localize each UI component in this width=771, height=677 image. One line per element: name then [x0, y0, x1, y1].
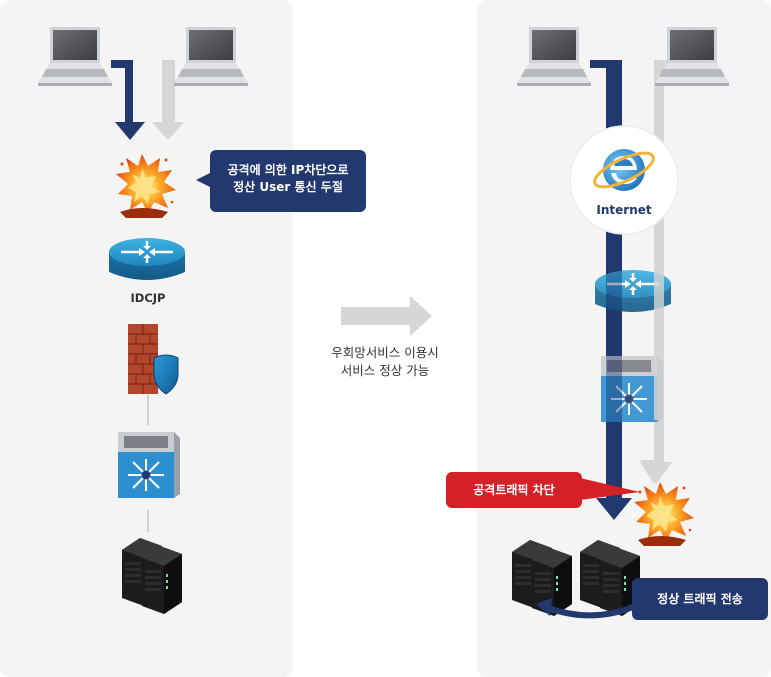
switch-icon [117, 431, 181, 499]
callout-line: 공격에 의한 IP차단으로 [227, 163, 349, 177]
laptop-icon [517, 27, 591, 86]
laptop-icon [38, 27, 112, 86]
ip-block-callout: 공격에 의한 IP차단으로 정산 User 통신 두절 [210, 150, 366, 212]
laptop-icon [655, 27, 729, 86]
server-icon [142, 546, 182, 614]
explosion-icon [116, 154, 176, 218]
server-icon [532, 548, 572, 616]
normal-traffic-callout: 정상 트래픽 전송 [632, 578, 768, 620]
laptop-icon [174, 27, 248, 86]
router-icon [107, 236, 187, 282]
left-flow [111, 60, 184, 140]
attack-block-callout: 공격트래픽 차단 [446, 472, 582, 508]
internet-label: Internet [596, 203, 652, 217]
navy-traffic-arrow [111, 60, 145, 140]
gray-traffic-arrow [152, 60, 184, 140]
bypass-line: 우회망서비스 이용시 [331, 345, 439, 360]
bypass-line: 서비스 정상 가능 [340, 363, 430, 378]
bypass-description: 우회망서비스 이용시 서비스 정상 가능 [300, 344, 470, 380]
callout-pointer [580, 478, 640, 500]
explosion-icon [634, 482, 694, 546]
internet-icon [593, 149, 655, 191]
bypass-arrow [341, 296, 432, 336]
router-label: IDCJP [130, 291, 166, 305]
callout-line: 정산 User 통신 두절 [233, 180, 343, 194]
firewall-icon [127, 323, 179, 395]
